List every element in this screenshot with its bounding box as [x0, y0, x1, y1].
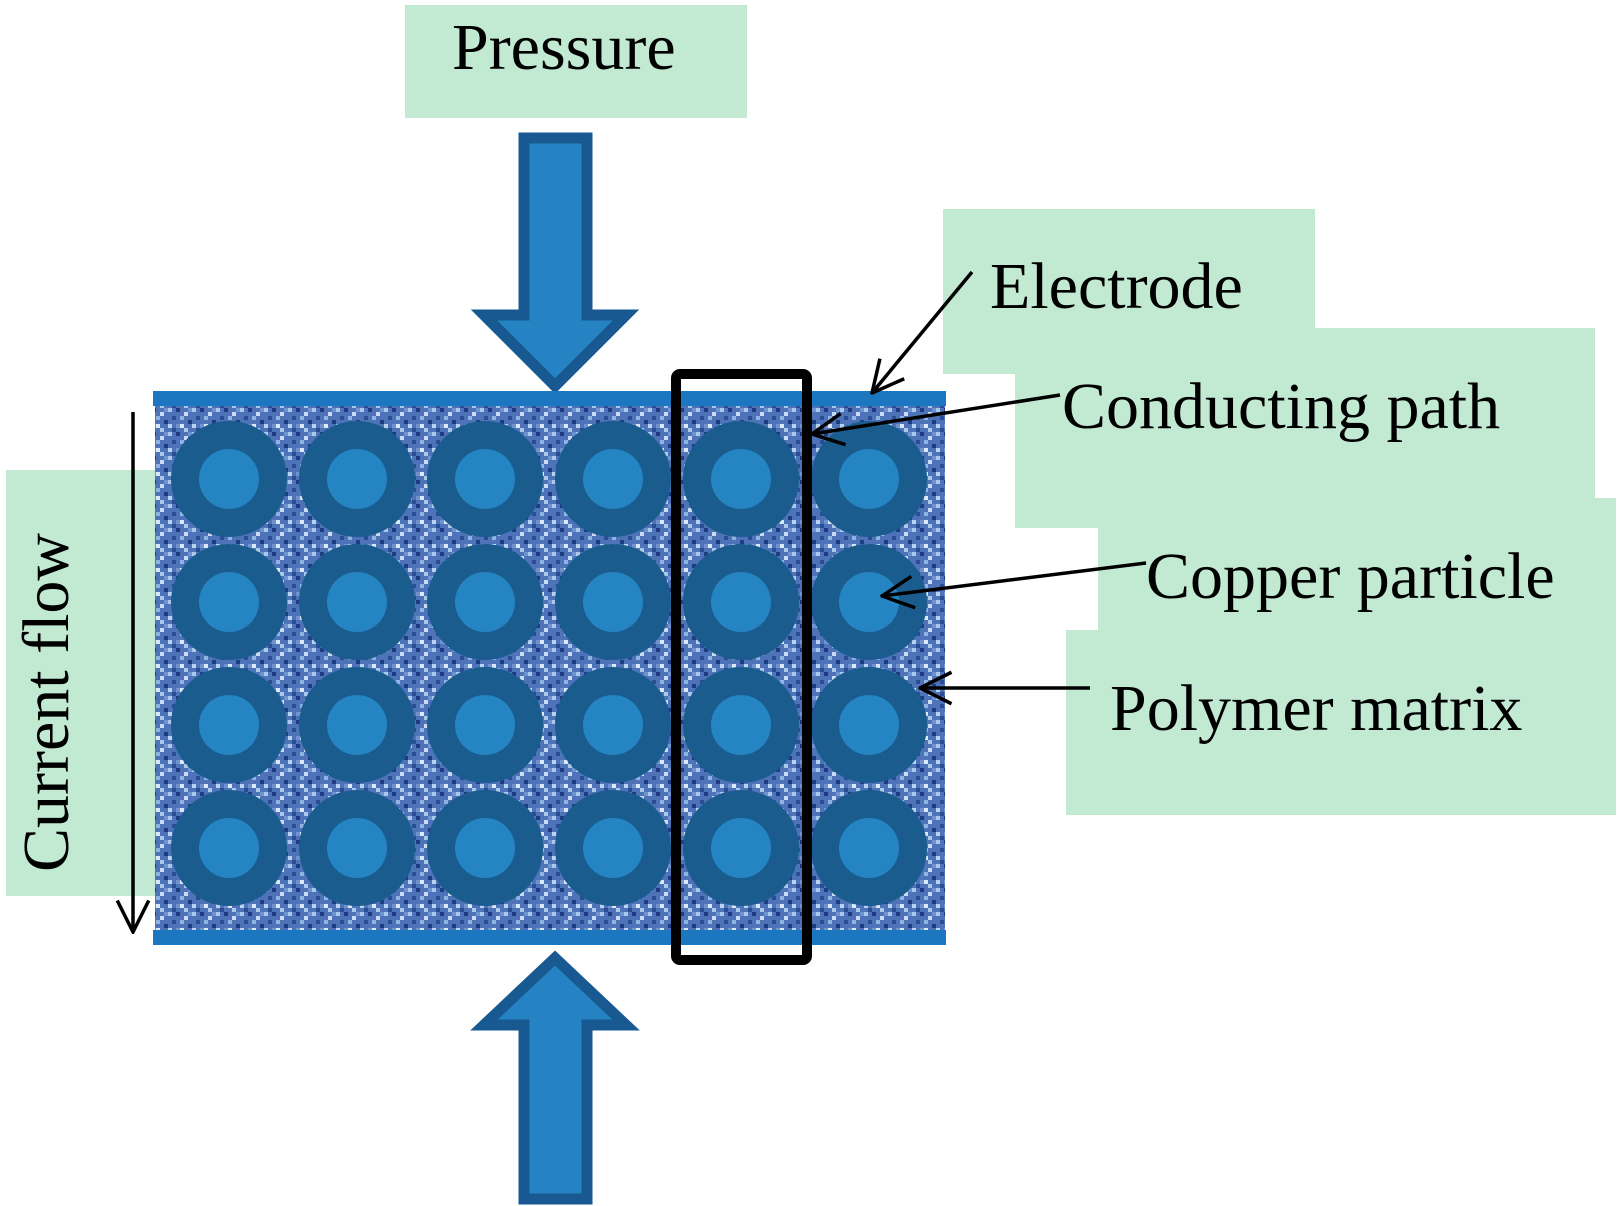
- conducting-path-box: [671, 369, 812, 965]
- copper-particle-label: Copper particle: [1146, 540, 1555, 613]
- copper-particle-core: [199, 695, 259, 755]
- polymer-matrix-label: Polymer matrix: [1110, 672, 1522, 745]
- copper-particle-core: [327, 818, 387, 878]
- electrode-label: Electrode: [990, 250, 1243, 323]
- label-backgrounds: [6, 5, 1616, 896]
- copper-particle-core: [711, 818, 771, 878]
- conducting-path-label: Conducting path: [1062, 370, 1500, 443]
- bottom-pressure-arrow: [470, 950, 640, 1205]
- pressure-label-bg: [405, 5, 747, 118]
- copper-particle-core: [583, 695, 643, 755]
- copper-particle-core: [711, 695, 771, 755]
- copper-particle-core: [583, 818, 643, 878]
- electrode-leader-arrow: [872, 270, 974, 393]
- polymer-matrix-label-bg: [1066, 630, 1616, 815]
- conducting-path-leader-arrow: [812, 393, 1061, 434]
- copper-particle-core: [327, 695, 387, 755]
- copper-particle-core: [199, 572, 259, 632]
- copper-particle-core: [455, 695, 515, 755]
- conducting-path-label-bg: [1015, 328, 1595, 528]
- copper-particle-core: [839, 572, 899, 632]
- copper-particle-core: [711, 449, 771, 509]
- copper-particle-core: [455, 572, 515, 632]
- copper-particle-core: [455, 818, 515, 878]
- top-electrode: [153, 391, 946, 406]
- bottom-electrode: [153, 930, 946, 945]
- current-flow-label-bg: [6, 470, 156, 896]
- copper-particle-core: [839, 818, 899, 878]
- copper-particle-core: [327, 572, 387, 632]
- copper-particle-leader-arrow: [882, 561, 1147, 596]
- current-flow-label: Current flow: [10, 533, 83, 872]
- copper-particle-core: [583, 449, 643, 509]
- top-pressure-arrow: [470, 132, 640, 394]
- pressure-label: Pressure: [452, 11, 676, 84]
- copper-particle-core: [839, 695, 899, 755]
- copper-particle-core: [711, 572, 771, 632]
- copper-particle-core: [327, 449, 387, 509]
- copper-particle-core: [583, 572, 643, 632]
- copper-particle-core: [199, 818, 259, 878]
- copper-particle-core: [455, 449, 515, 509]
- copper-particle-core: [839, 449, 899, 509]
- copper-particle-core: [199, 449, 259, 509]
